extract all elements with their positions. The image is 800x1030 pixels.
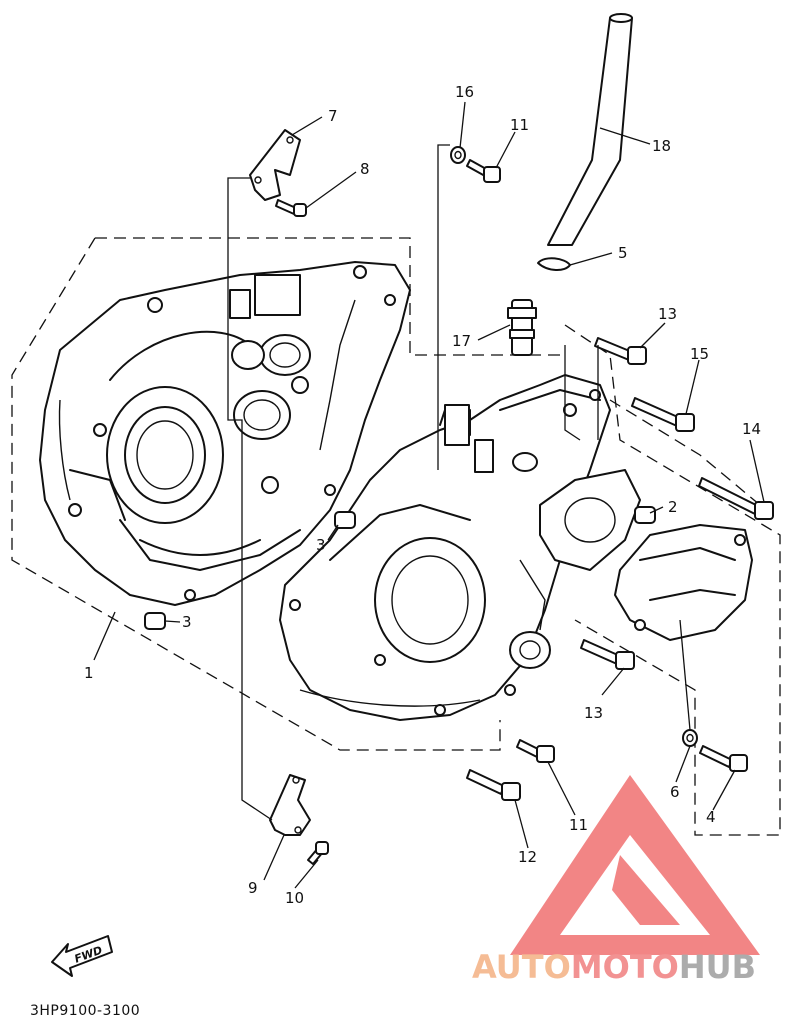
callout-13-lower: 13 <box>584 704 603 722</box>
fwd-arrow: FWD <box>51 935 113 977</box>
watermark-text: AUTOMOTOHUB <box>472 948 756 986</box>
dowel-pin-upper <box>334 511 356 529</box>
stopper-plate-lower <box>269 774 311 836</box>
callout-3-lower: 3 <box>182 613 192 631</box>
watermark-triangle-logo <box>510 775 760 955</box>
part-code: 3HP9100-3100 <box>30 1003 140 1019</box>
callout-4: 4 <box>706 808 716 826</box>
right-housing <box>539 469 753 641</box>
callout-10: 10 <box>285 889 304 907</box>
callout-3-upper: 3 <box>316 536 326 554</box>
guide-line-right-bolts <box>564 345 599 441</box>
callout-18: 18 <box>652 137 671 155</box>
dowel-pin-right <box>634 506 656 524</box>
guide-line-stopper <box>227 177 273 821</box>
washer-16 <box>450 146 466 164</box>
callout-15: 15 <box>690 345 709 363</box>
watermark-hub: HUB <box>679 948 756 986</box>
right-crankcase <box>279 374 611 721</box>
callout-2: 2 <box>668 498 678 516</box>
screw-8 <box>275 199 307 217</box>
callout-6: 6 <box>670 783 680 801</box>
callout-7: 7 <box>328 107 338 125</box>
bolt-13-lower <box>580 639 635 670</box>
bolt-13-upper <box>594 337 647 365</box>
left-case-group-outline <box>11 237 565 751</box>
callout-labels: 1 2 3 3 4 5 6 7 8 9 10 11 11 12 13 13 14… <box>84 83 761 907</box>
bolt-11-upper <box>466 159 501 183</box>
watermark-moto: MOTO <box>571 948 679 986</box>
bolt-11-lower <box>516 739 555 763</box>
breather-hose <box>547 13 633 246</box>
screw-10 <box>307 841 329 865</box>
stopper-plate-upper <box>249 129 301 201</box>
callout-11-upper: 11 <box>510 116 529 134</box>
callout-16: 16 <box>455 83 474 101</box>
callout-17: 17 <box>452 332 471 350</box>
dowel-pin-lower <box>144 612 166 630</box>
callout-13-upper: 13 <box>658 305 677 323</box>
bolt-15 <box>631 397 695 432</box>
hose-fitting <box>507 299 537 356</box>
bolt-14 <box>698 477 774 520</box>
callout-11-lower: 11 <box>569 816 588 834</box>
watermark-inner-mark <box>612 855 680 925</box>
watermark-auto: AUTO <box>472 948 571 986</box>
callout-5: 5 <box>618 244 628 262</box>
callout-14: 14 <box>742 420 761 438</box>
washer-6 <box>682 729 698 747</box>
bolt-4 <box>699 745 748 772</box>
guide-line-washer-6 <box>679 619 691 731</box>
right-cover-group-outline <box>609 399 761 506</box>
automotohub-watermark: AUTOMOTOHUB <box>472 775 760 986</box>
callout-leaders <box>93 101 765 889</box>
left-crankcase <box>39 261 411 606</box>
guide-line-hose-fitting <box>437 144 450 470</box>
bolt-12 <box>466 769 521 801</box>
callout-12: 12 <box>518 848 537 866</box>
callout-9: 9 <box>248 879 258 897</box>
callout-8: 8 <box>360 160 370 178</box>
right-case-group-outline <box>564 324 781 836</box>
callout-1: 1 <box>84 664 94 682</box>
hose-clip <box>537 257 571 271</box>
